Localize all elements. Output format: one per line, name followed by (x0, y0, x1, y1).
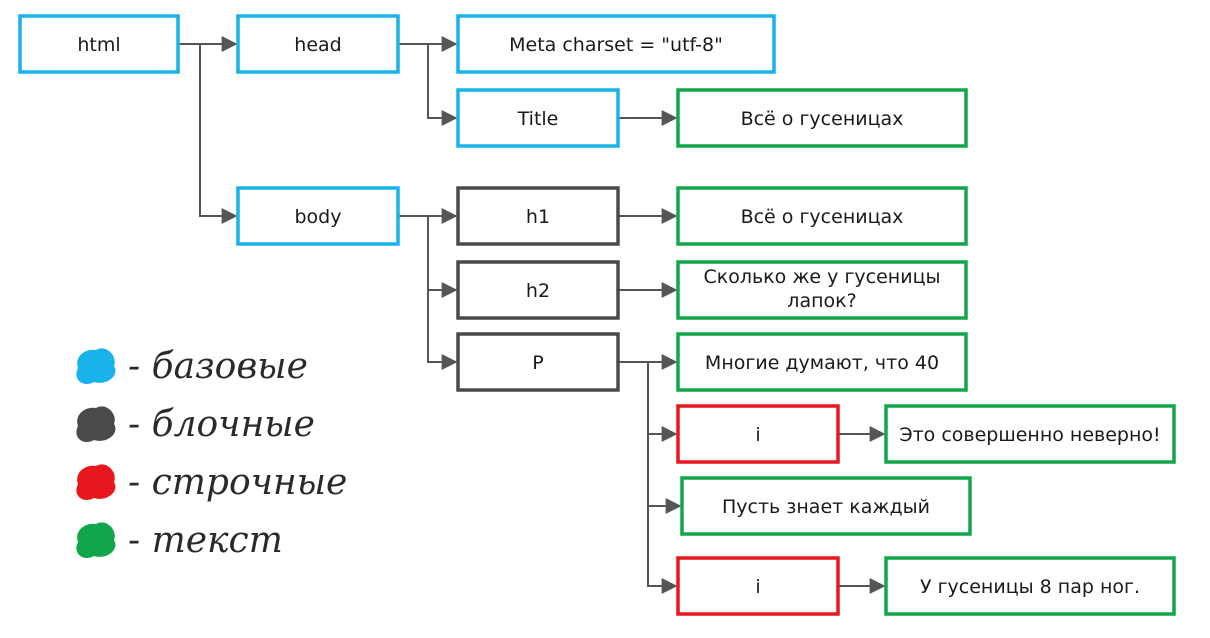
node-i1-text: Это совершенно неверно! (884, 404, 1176, 464)
node-p-text: Многие думают, что 40 (676, 332, 968, 392)
node-box-p-text2 (680, 476, 972, 536)
node-head: head (236, 14, 400, 74)
node-html: html (18, 14, 180, 74)
node-label-html: html (77, 34, 120, 56)
node-h1: h1 (456, 186, 620, 246)
node-body: body (236, 186, 400, 246)
node-box-p-text (676, 332, 968, 392)
green-blob-icon (76, 522, 116, 559)
node-box-i1-text (884, 404, 1176, 464)
node-box-p (456, 332, 620, 392)
edge-html-body (199, 44, 238, 224)
node-box-i2-text (884, 556, 1176, 616)
node-title: Title (456, 88, 620, 148)
node-label-i2: i (755, 576, 760, 598)
legend-item-inline: - строчные (76, 462, 347, 503)
node-label-title: Title (517, 108, 559, 130)
node-box-h2-text (676, 260, 968, 320)
node-i2: i (676, 556, 840, 616)
node-box-h1 (456, 186, 620, 246)
legend-item-base: - базовые (76, 346, 308, 387)
node-h2: h2 (456, 260, 620, 320)
blue-blob-icon (76, 348, 116, 385)
edge-body-p (427, 290, 458, 370)
gray-blob-icon (76, 406, 116, 443)
node-box-h2 (456, 260, 620, 320)
node-label-head: head (294, 34, 341, 56)
legend-item-block: - блочные (76, 404, 315, 445)
node-meta: Meta charset = "utf-8" (456, 14, 776, 74)
node-box-i2 (676, 556, 840, 616)
node-box-title-text (676, 88, 968, 148)
node-label-p-text: Многие думают, что 40 (705, 352, 939, 374)
legend-label-text: - текст (128, 520, 283, 561)
red-blob-icon (76, 464, 116, 501)
legend-label-inline: - строчные (128, 462, 347, 503)
node-box-i1 (676, 404, 840, 464)
node-h1-text: Всё о гусеницах (676, 186, 968, 246)
legend: - базовые - блочные - строчные - текст (76, 346, 347, 561)
node-i1: i (676, 404, 840, 464)
node-title-text: Всё о гусеницах (676, 88, 968, 148)
edge-body-h2 (427, 216, 458, 298)
node-label-p: P (532, 352, 543, 374)
node-label-i1: i (755, 424, 760, 446)
edge-p-i2 (647, 506, 678, 594)
legend-item-text: - текст (76, 520, 283, 561)
node-label-i2-text: У гусеницы 8 пар ног. (920, 576, 1140, 598)
node-box-title (456, 88, 620, 148)
node-box-html (18, 14, 180, 74)
node-label-h2: h2 (526, 280, 550, 302)
edge-head-title (427, 44, 458, 126)
node-box-head (236, 14, 400, 74)
node-i2-text: У гусеницы 8 пар ног. (884, 556, 1176, 616)
node-label-h1: h1 (526, 206, 550, 228)
edge-p-i1 (647, 362, 678, 442)
node-label-h1-text: Всё о гусеницах (741, 206, 904, 228)
node-label-p-text2: Пусть знает каждый (722, 496, 930, 518)
edges (178, 36, 886, 594)
node-label-meta: Meta charset = "utf-8" (509, 34, 723, 56)
node-label-body: body (295, 206, 342, 228)
node-box-h1-text (676, 186, 968, 246)
legend-label-base: - базовые (128, 346, 308, 387)
node-p-text2: Пусть знает каждый (680, 476, 972, 536)
legend-label-block: - блочные (128, 404, 315, 445)
node-box-meta (456, 14, 776, 74)
node-p: P (456, 332, 620, 392)
node-box-body (236, 186, 400, 246)
edge-p-text2 (647, 434, 682, 514)
node-label-title-text: Всё о гусеницах (741, 108, 904, 130)
node-label-i1-text: Это совершенно неверно! (899, 424, 1160, 446)
